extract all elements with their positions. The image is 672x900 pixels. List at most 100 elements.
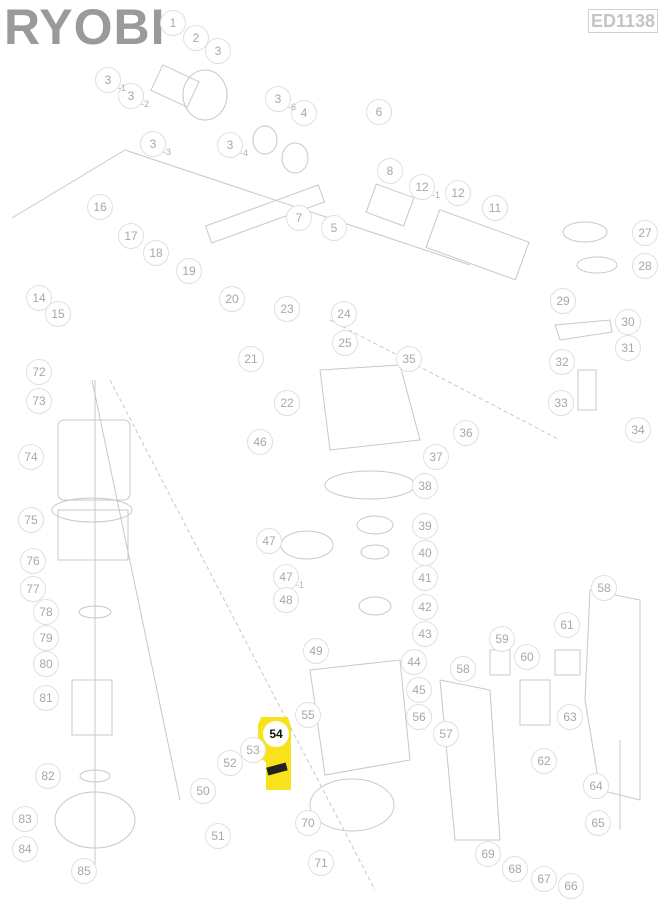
callout-part-85[interactable]: 85 [71, 858, 97, 884]
callout-part-51[interactable]: 51 [205, 823, 231, 849]
callout-part-32[interactable]: 32 [549, 349, 575, 375]
callout-part-22[interactable]: 22 [274, 390, 300, 416]
callout-part-16[interactable]: 16 [87, 194, 113, 220]
capacitor [554, 649, 581, 676]
callout-part-66[interactable]: 66 [558, 873, 584, 899]
callout-part-28[interactable]: 28 [632, 253, 658, 279]
callout-part-72[interactable]: 72 [26, 359, 52, 385]
callout-part-50[interactable]: 50 [190, 778, 216, 804]
guide-line [109, 379, 376, 891]
callout-part-49[interactable]: 49 [303, 638, 329, 664]
callout-part-83[interactable]: 83 [12, 806, 38, 832]
callout-part-61[interactable]: 61 [554, 612, 580, 638]
callout-part-65[interactable]: 65 [585, 810, 611, 836]
callout-part-23[interactable]: 23 [274, 296, 300, 322]
ryobi-logo: RYOBI [4, 0, 166, 55]
callout-part-3-1[interactable]: 3 [95, 67, 121, 93]
callout-part-58[interactable]: 58 [591, 575, 617, 601]
callout-part-36[interactable]: 36 [453, 420, 479, 446]
front-housing [182, 69, 228, 121]
callout-part-41[interactable]: 41 [412, 565, 438, 591]
callout-part-18[interactable]: 18 [143, 240, 169, 266]
callout-part-60[interactable]: 60 [514, 644, 540, 670]
callout-part-75[interactable]: 75 [18, 507, 44, 533]
callout-part-79[interactable]: 79 [33, 625, 59, 651]
callout-part-4[interactable]: 4 [291, 100, 317, 126]
callout-part-3-4[interactable]: 3 [217, 132, 243, 158]
callout-part-3-3[interactable]: 3 [140, 131, 166, 157]
callout-part-25[interactable]: 25 [332, 330, 358, 356]
callout-part-40[interactable]: 40 [412, 540, 438, 566]
callout-part-53[interactable]: 53 [240, 737, 266, 763]
gear-housing-cover [319, 364, 421, 451]
callout-part-11[interactable]: 11 [482, 195, 508, 221]
callout-part-8[interactable]: 8 [377, 158, 403, 184]
callout-part-77[interactable]: 77 [20, 576, 46, 602]
callout-part-67[interactable]: 67 [531, 866, 557, 892]
callout-part-55[interactable]: 55 [295, 702, 321, 728]
callout-part-3-6[interactable]: 3 [265, 86, 291, 112]
callout-part-1[interactable]: 1 [160, 10, 186, 36]
callout-part-82[interactable]: 82 [35, 763, 61, 789]
callout-part-74[interactable]: 74 [18, 444, 44, 470]
callout-part-12[interactable]: 12 [445, 180, 471, 206]
callout-part-39[interactable]: 39 [412, 513, 438, 539]
callout-part-52[interactable]: 52 [217, 750, 243, 776]
callout-part-3[interactable]: 3 [205, 38, 231, 64]
callout-part-29[interactable]: 29 [550, 288, 576, 314]
screw-part-54 [266, 762, 288, 776]
callout-part-80[interactable]: 80 [33, 651, 59, 677]
callout-part-47-1[interactable]: 47 [273, 564, 299, 590]
callout-part-31[interactable]: 31 [615, 335, 641, 361]
callout-part-27[interactable]: 27 [632, 220, 658, 246]
callout-part-24[interactable]: 24 [331, 301, 357, 327]
callout-part-81[interactable]: 81 [33, 685, 59, 711]
callout-part-45[interactable]: 45 [406, 677, 432, 703]
callout-part-56[interactable]: 56 [406, 704, 432, 730]
callout-part-20[interactable]: 20 [219, 286, 245, 312]
callout-part-59[interactable]: 59 [489, 626, 515, 652]
callout-part-69[interactable]: 69 [475, 841, 501, 867]
callout-part-68[interactable]: 68 [502, 856, 528, 882]
callout-part-63[interactable]: 63 [557, 704, 583, 730]
callout-part-15[interactable]: 15 [45, 301, 71, 327]
side-handle [439, 679, 501, 841]
callout-part-48[interactable]: 48 [273, 587, 299, 613]
gear-case [309, 659, 411, 776]
callout-part-43[interactable]: 43 [412, 621, 438, 647]
cylinder [425, 209, 530, 281]
callout-part-19[interactable]: 19 [176, 258, 202, 284]
callout-part-6[interactable]: 6 [366, 99, 392, 125]
callout-part-84[interactable]: 84 [12, 836, 38, 862]
callout-part-33[interactable]: 33 [548, 390, 574, 416]
callout-part-62[interactable]: 62 [531, 748, 557, 774]
callout-part-34[interactable]: 34 [625, 417, 651, 443]
callout-part-64[interactable]: 64 [583, 773, 609, 799]
callout-part-44[interactable]: 44 [401, 649, 427, 675]
callout-part-54[interactable]: 54 [263, 721, 289, 747]
callout-part-3-2[interactable]: 3 [118, 83, 144, 109]
retaining-ring [360, 544, 390, 560]
callout-part-73[interactable]: 73 [26, 388, 52, 414]
callout-part-2[interactable]: 2 [183, 25, 209, 51]
callout-part-58[interactable]: 58 [450, 656, 476, 682]
callout-part-57[interactable]: 57 [433, 721, 459, 747]
callout-part-7[interactable]: 7 [286, 205, 312, 231]
callout-part-35[interactable]: 35 [396, 346, 422, 372]
callout-part-78[interactable]: 78 [33, 599, 59, 625]
callout-part-17[interactable]: 17 [118, 223, 144, 249]
callout-part-30[interactable]: 30 [615, 309, 641, 335]
callout-part-71[interactable]: 71 [308, 850, 334, 876]
callout-part-70[interactable]: 70 [295, 810, 321, 836]
callout-part-5[interactable]: 5 [321, 215, 347, 241]
callout-part-21[interactable]: 21 [238, 346, 264, 372]
callout-part-46[interactable]: 46 [247, 429, 273, 455]
callout-part-47[interactable]: 47 [256, 528, 282, 554]
callout-part-42[interactable]: 42 [412, 594, 438, 620]
callout-part-37[interactable]: 37 [423, 444, 449, 470]
callout-part-76[interactable]: 76 [20, 548, 46, 574]
callout-part-12-1[interactable]: 12 [409, 174, 435, 200]
callout-part-38[interactable]: 38 [412, 473, 438, 499]
